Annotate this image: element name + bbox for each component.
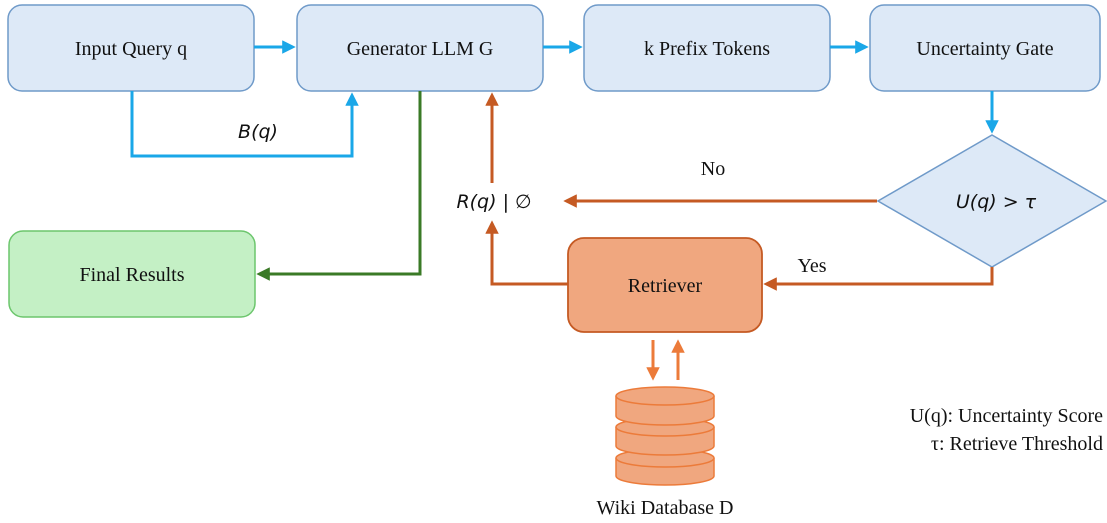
arrow-generator-to-final	[256, 91, 422, 281]
baseline-label: B(q)	[238, 121, 278, 143]
retrieved-label: R(q) | ∅	[456, 191, 531, 213]
prefix-tokens-label: k Prefix Tokens	[644, 38, 770, 60]
yes-label: Yes	[797, 255, 826, 277]
retriever-node: Retriever	[567, 237, 763, 333]
prefix-tokens-node: k Prefix Tokens	[583, 4, 831, 92]
database-label: Wiki Database D	[597, 497, 734, 519]
uncertainty-gate-label: Uncertainty Gate	[916, 38, 1053, 60]
final-results-node: Final Results	[8, 230, 256, 318]
db-arrows	[646, 339, 685, 381]
input-query-label: Input Query q	[75, 38, 187, 60]
orange-arrows	[485, 92, 994, 291]
blue-arrows	[130, 40, 999, 158]
decision-diamond: U(q) > τ	[876, 134, 1107, 268]
decision-label: U(q) > τ	[956, 191, 1037, 213]
arrow-yes-branch	[763, 267, 994, 291]
arrow-baseline-loop	[130, 91, 359, 158]
generator-label: Generator LLM G	[347, 38, 494, 60]
database-icon	[615, 386, 715, 486]
arrow-retriever-to-merge	[485, 220, 568, 286]
legend-threshold: τ: Retrieve Threshold	[931, 433, 1103, 455]
legend: U(q): Uncertainty Score τ: Retrieve Thre…	[910, 405, 1103, 455]
retriever-label: Retriever	[628, 275, 703, 297]
uncertainty-gate-node: Uncertainty Gate	[869, 4, 1101, 92]
input-query-node: Input Query q	[7, 4, 255, 92]
generator-node: Generator LLM G	[296, 4, 544, 92]
legend-uncertainty: U(q): Uncertainty Score	[910, 405, 1103, 427]
no-label: No	[701, 158, 725, 180]
final-results-label: Final Results	[79, 264, 184, 286]
